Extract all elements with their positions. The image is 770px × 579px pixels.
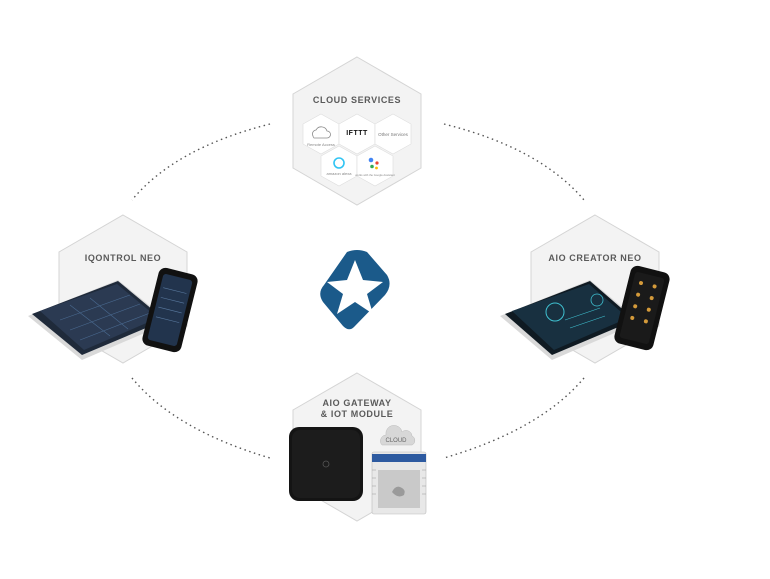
phone-device: [614, 265, 670, 351]
brand-logo-icon: [320, 250, 390, 330]
gateway-devices: CLOUD: [289, 425, 427, 515]
iot-module: [371, 451, 427, 515]
cloud-service-tiles: Remote Access IFTTT Other Services amazo…: [302, 113, 412, 187]
aio-gateway-title-line2: & IOT MODULE: [320, 409, 394, 419]
aio-creator-neo-title: AIO CREATOR NEO: [548, 253, 642, 263]
phone-device: [142, 267, 198, 353]
arc-bottom-left: [131, 377, 271, 459]
alexa-ring-icon: [333, 157, 345, 169]
gateway-logo-icon: [322, 460, 330, 468]
cloud-services-title: CLOUD SERVICES: [312, 95, 402, 105]
iqontrol-devices: [28, 267, 198, 360]
tile-label-other-services: Other Services: [378, 132, 409, 137]
arc-bottom-right: [443, 377, 585, 459]
tile-label-remote-access: Remote Access: [307, 142, 335, 147]
iqontrol-neo-title: IQONTROL NEO: [84, 253, 162, 263]
aio-creator-devices: [500, 265, 670, 360]
tablet-device: [28, 280, 170, 360]
tile-google-assistant: works with the Google Assistant: [355, 145, 395, 187]
cloud-wifi-icon: [312, 126, 331, 139]
tablet-device: [500, 280, 640, 360]
cloud-badge-label: CLOUD: [385, 438, 407, 444]
aio-gateway-title-line1: AIO GATEWAY: [322, 398, 392, 408]
connection-ring: [131, 123, 585, 459]
module-hand-icon: [392, 486, 405, 497]
tile-other-services: Other Services: [374, 113, 412, 155]
tile-label-alexa: amazon alexa: [327, 171, 353, 176]
tile-amazon-alexa: amazon alexa: [320, 145, 358, 187]
cloud-badge: CLOUD: [380, 425, 416, 446]
arc-top-right: [443, 123, 585, 201]
google-assistant-icon: [368, 157, 379, 170]
tile-label-google-assistant: works with the Google Assistant: [355, 173, 395, 177]
ifttt-logo-icon: IFTTT: [346, 130, 368, 137]
arc-top-left: [131, 123, 271, 201]
